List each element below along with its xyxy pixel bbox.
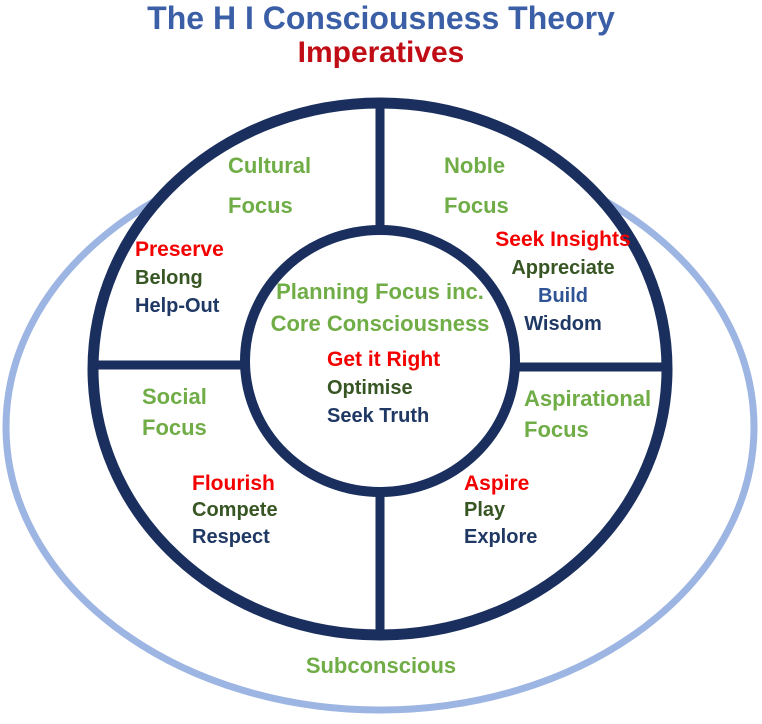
social-item-compete: Compete (192, 499, 278, 521)
cultural-item-help-out: Help-Out (135, 295, 220, 317)
page-subtitle: Imperatives (297, 36, 465, 69)
aspirational-focus-line1: Aspirational (524, 386, 652, 411)
quadrant-social-focus-label: Social Focus (142, 381, 207, 443)
social-imperative: Flourish (192, 472, 275, 495)
aspirational-imperative: Aspire (464, 472, 530, 495)
social-focus-line1: Social (142, 384, 207, 409)
quadrant-noble-focus-label: Noble Focus (444, 146, 509, 226)
core-item-seek-truth: Seek Truth (327, 405, 430, 427)
cultural-focus-line1: Cultural (228, 153, 312, 178)
subconscious-label: Subconscious (305, 653, 457, 678)
quadrant-social-imperatives: Flourish Compete Respect (192, 470, 278, 551)
noble-item-wisdom: Wisdom (524, 313, 602, 335)
page-title-block: The H I Consciousness Theory Imperatives (0, 0, 762, 69)
quadrant-aspirational-focus-label: Aspirational Focus (524, 383, 651, 445)
core-heading-line1: Planning Focus inc. (276, 279, 484, 304)
core-item-optimise: Optimise (327, 377, 413, 399)
core-heading-line2: Core Consciousness (270, 311, 490, 336)
aspirational-item-explore: Explore (464, 526, 538, 548)
cultural-item-belong: Belong (135, 267, 203, 289)
noble-focus-line2: Focus (444, 193, 509, 218)
core-imperatives: Get it Right Optimise Seek Truth (327, 346, 440, 430)
quadrant-cultural-imperatives: Preserve Belong Help-Out (135, 236, 224, 320)
page-title: The H I Consciousness Theory (147, 0, 615, 36)
noble-imperative: Seek Insights (495, 228, 631, 251)
core-heading: Planning Focus inc. Core Consciousness (260, 276, 500, 340)
social-focus-line2: Focus (142, 415, 207, 440)
cultural-focus-line2: Focus (228, 193, 293, 218)
social-item-respect: Respect (192, 526, 270, 548)
aspirational-focus-line2: Focus (524, 417, 589, 442)
cultural-imperative: Preserve (135, 238, 224, 261)
quadrant-cultural-focus-label: Cultural Focus (228, 146, 311, 226)
noble-item-build: Build (538, 285, 588, 307)
quadrant-noble-imperatives: Seek Insights Appreciate Build Wisdom (478, 226, 648, 338)
quadrant-aspirational-imperatives: Aspire Play Explore (464, 470, 537, 551)
noble-item-appreciate: Appreciate (511, 257, 615, 279)
aspirational-item-play: Play (464, 499, 506, 521)
core-imperative: Get it Right (327, 348, 441, 371)
noble-focus-line1: Noble (444, 153, 506, 178)
